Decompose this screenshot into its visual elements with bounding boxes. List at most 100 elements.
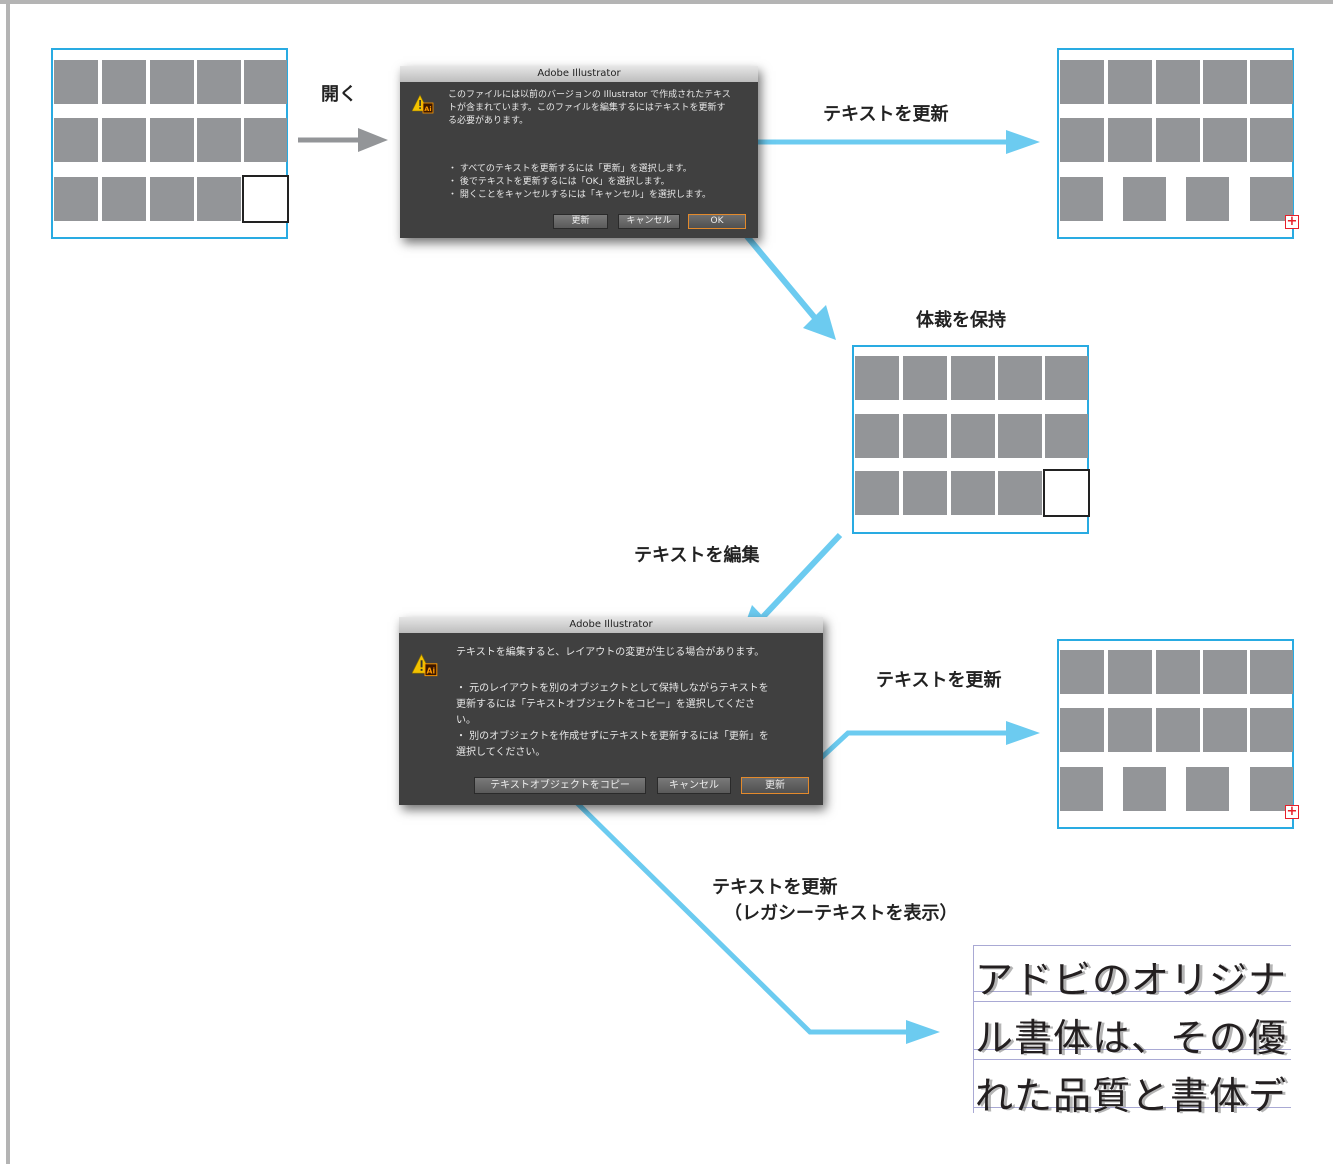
grid-cell xyxy=(998,414,1042,458)
grid-cell xyxy=(1108,650,1152,694)
grid-cell xyxy=(1203,650,1247,694)
grid-cell xyxy=(1045,356,1088,400)
grid-cell-empty xyxy=(242,175,289,223)
guide-line xyxy=(973,1001,1291,1002)
guide-line xyxy=(973,1049,1291,1050)
grid-cell xyxy=(855,356,899,400)
grid-cell xyxy=(1156,118,1200,162)
grid-original xyxy=(51,48,289,239)
guide-line xyxy=(973,1107,1291,1108)
dialog-message: このファイルには以前のバージョンの Illustrator で作成されたテキス … xyxy=(448,90,731,126)
grid-cell xyxy=(1156,60,1200,104)
frame-top-rule xyxy=(0,0,1333,4)
update-button[interactable]: 更新 xyxy=(741,777,809,794)
grid-cell xyxy=(1108,60,1152,104)
label-update-text-mid: テキストを更新 xyxy=(876,670,1002,691)
arrow-update-mid xyxy=(804,721,1040,774)
grid-cell xyxy=(197,118,241,162)
text-overflow-plus-icon: + xyxy=(1285,214,1299,229)
legacy-text-line: アドビのオリジナ xyxy=(975,958,1288,1002)
dialog-bullets: ・ すべてのテキストを更新するには「更新」を選択します。 ・ 後でテキストを更新… xyxy=(448,164,711,200)
grid-cell xyxy=(1060,118,1104,162)
grid-cell xyxy=(102,60,146,104)
dialog-title: Adobe Illustrator xyxy=(399,617,823,633)
arrow-update-legacy xyxy=(572,798,940,1044)
label-show-legacy-text: （レガシーテキストを表示） xyxy=(724,903,958,924)
grid-cell xyxy=(54,177,98,221)
svg-text:Ai: Ai xyxy=(424,105,431,113)
guide-line xyxy=(973,945,1291,946)
grid-cell xyxy=(150,118,194,162)
arrow-keep-layout xyxy=(737,226,836,340)
grid-cell xyxy=(1250,60,1293,104)
grid-cell xyxy=(244,118,287,162)
grid-cell xyxy=(197,60,241,104)
grid-cell xyxy=(855,414,899,458)
grid-cell xyxy=(998,471,1042,515)
grid-cell xyxy=(1186,177,1229,221)
grid-cell xyxy=(150,60,194,104)
warning-triangle-ai-icon: Ai xyxy=(412,653,438,677)
grid-cell xyxy=(1203,708,1247,752)
update-button[interactable]: 更新 xyxy=(553,214,608,229)
grid-cell xyxy=(1250,118,1293,162)
grid-cell xyxy=(1108,708,1152,752)
edit-text-dialog: Adobe Illustrator Ai テキストを編集すると、レイアウトの変更… xyxy=(399,617,823,805)
text-overflow-plus-icon: + xyxy=(1285,804,1299,819)
label-update-text-top: テキストを更新 xyxy=(823,104,949,125)
dialog-message: テキストを編集すると、レイアウトの変更が生じる場合があります。 xyxy=(456,647,765,658)
grid-cell xyxy=(1060,177,1103,221)
grid-cell xyxy=(1060,650,1104,694)
label-keep-layout: 体裁を保持 xyxy=(916,310,1006,331)
dialog-title: Adobe Illustrator xyxy=(400,66,758,82)
grid-cell xyxy=(1250,177,1293,221)
grid-cell xyxy=(1156,650,1200,694)
grid-cell xyxy=(150,177,194,221)
grid-cell xyxy=(1060,767,1103,811)
grid-cell xyxy=(903,471,947,515)
ok-button[interactable]: OK xyxy=(688,214,746,229)
svg-text:Ai: Ai xyxy=(427,666,436,675)
grid-cell xyxy=(1203,60,1247,104)
grid-cell xyxy=(54,60,98,104)
label-update-text-legacy: テキストを更新 xyxy=(712,877,838,898)
grid-cell xyxy=(903,356,947,400)
copy-text-object-button[interactable]: テキストオブジェクトをコピー xyxy=(474,777,646,794)
grid-keep-layout xyxy=(852,345,1090,534)
legacy-text-dialog: Adobe Illustrator Ai このファイルには以前のバージョンの I… xyxy=(400,66,758,238)
grid-cell xyxy=(903,414,947,458)
grid-cell xyxy=(1123,177,1166,221)
grid-cell xyxy=(1156,708,1200,752)
grid-cell xyxy=(102,118,146,162)
guide-line xyxy=(973,1059,1291,1060)
legacy-text-line: ル書体は、その優 xyxy=(975,1016,1288,1060)
grid-cell xyxy=(951,356,995,400)
grid-cell xyxy=(1250,767,1293,811)
grid-cell xyxy=(951,414,995,458)
grid-cell xyxy=(244,60,287,104)
grid-cell xyxy=(1123,767,1166,811)
cancel-button[interactable]: キャンセル xyxy=(618,214,680,229)
warning-triangle-ai-icon: Ai xyxy=(412,94,434,114)
label-edit-text: テキストを編集 xyxy=(634,545,760,566)
grid-cell xyxy=(1060,60,1104,104)
grid-cell xyxy=(855,471,899,515)
grid-cell-empty xyxy=(1043,469,1090,517)
dialog-bullets: ・ 元のレイアウトを別のオブジェクトとして保持しながらテキストを 更新するには「… xyxy=(456,683,769,758)
grid-cell xyxy=(1203,118,1247,162)
grid-cell xyxy=(998,356,1042,400)
grid-cell xyxy=(1045,414,1088,458)
label-open: 開く xyxy=(321,84,357,105)
grid-cell xyxy=(1250,708,1293,752)
grid-updated-mid: + xyxy=(1057,639,1299,829)
grid-cell xyxy=(1250,650,1293,694)
grid-updated-top: + xyxy=(1057,48,1299,239)
grid-cell xyxy=(54,118,98,162)
guide-line xyxy=(973,991,1291,992)
grid-cell xyxy=(1060,708,1104,752)
grid-cell xyxy=(951,471,995,515)
cancel-button[interactable]: キャンセル xyxy=(657,777,731,794)
grid-cell xyxy=(102,177,146,221)
arrow-open xyxy=(298,128,388,152)
grid-cell xyxy=(1186,767,1229,811)
